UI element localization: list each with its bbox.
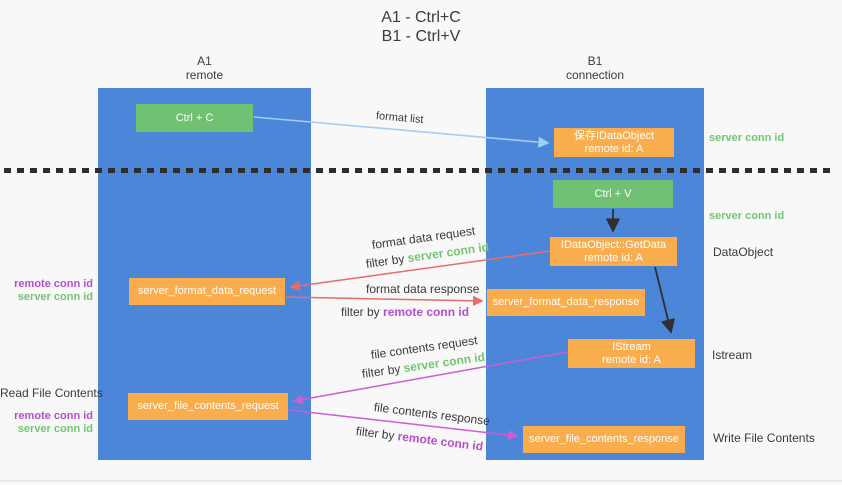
ctrl-v-label: Ctrl + V	[594, 187, 632, 200]
format-response-label: server_format_data_response	[492, 296, 640, 308]
filter-by-text: filter by	[365, 251, 406, 271]
server-conn-id-annotation-top: server conn id	[709, 132, 785, 144]
filter-by-remote-conn-id-label-1: filter by remote conn id	[341, 305, 469, 319]
server-file-contents-response-box: server_file_contents_response	[523, 426, 685, 453]
idataobject-getdata-box: IDataObject::GetData remote id: A	[550, 237, 677, 266]
file-contents-response-label: file contents response	[373, 400, 491, 429]
format-request-label: server_format_data_request	[137, 285, 277, 297]
lane-b1-name: B1	[587, 54, 603, 68]
istream-line1: IStream	[612, 340, 651, 353]
title-line-1: A1 - Ctrl+C	[381, 9, 461, 26]
file-response-label: server_file_contents_response	[529, 433, 679, 445]
save-idataobject-line1: 保存IDataObject	[573, 129, 655, 142]
istream-box: IStream remote id: A	[568, 339, 695, 368]
lane-a1-name: A1	[197, 54, 212, 68]
ctrl-c-label: Ctrl + C	[175, 111, 214, 124]
server-format-data-response-box: server_format_data_response	[487, 289, 645, 316]
remote-conn-id-annotation-left-1: remote conn id	[14, 278, 93, 290]
lane-header-a1: A1 remote	[98, 54, 311, 82]
ctrl-v-box: Ctrl + V	[553, 180, 673, 208]
format-list-label: format list	[375, 110, 425, 127]
save-idataobject-box: 保存IDataObject remote id: A	[554, 128, 674, 157]
server-file-contents-request-box: server_file_contents_request	[128, 393, 288, 420]
lane-a1-subtitle: remote	[185, 68, 224, 82]
dotted-divider-line	[4, 168, 830, 173]
format-data-response-label: format data response	[366, 282, 480, 296]
remote-conn-id-text: remote conn id	[396, 429, 484, 454]
remote-conn-id-annotation-left-2: remote conn id	[14, 410, 93, 422]
server-conn-id-annotation-left-2: server conn id	[17, 423, 93, 435]
ctrl-c-box: Ctrl + C	[136, 104, 253, 132]
getdata-line2: remote id: A	[584, 251, 643, 264]
write-file-contents-annotation: Write File Contents	[713, 431, 815, 445]
filter-by-text: filter by	[355, 424, 396, 443]
lane-header-b1: B1 connection	[486, 54, 704, 82]
lane-b1-subtitle: connection	[565, 68, 625, 82]
filter-by-text: filter by	[341, 305, 380, 319]
istream-annotation: Istream	[712, 348, 753, 362]
filter-by-remote-conn-id-label-2: filter by remote conn id	[355, 424, 484, 454]
dataobject-annotation: DataObject	[713, 245, 774, 259]
remote-conn-id-text: remote conn id	[383, 305, 470, 319]
server-format-data-request-box: server_format_data_request	[129, 278, 285, 305]
read-file-contents-annotation: Read File Contents	[0, 386, 103, 400]
file-request-label: server_file_contents_request	[137, 400, 279, 412]
arrow-format-data-response	[285, 295, 484, 307]
save-idataobject-line2: remote id: A	[584, 142, 644, 155]
bottom-edge-line	[0, 480, 842, 482]
filter-by-text: filter by	[361, 361, 402, 381]
getdata-line1: IDataObject::GetData	[560, 238, 667, 251]
server-conn-id-annotation-left-1: server conn id	[17, 291, 93, 303]
diagram-title: A1 - Ctrl+C B1 - Ctrl+V	[301, 8, 541, 46]
server-conn-id-annotation-mid: server conn id	[709, 210, 785, 222]
title-line-2: B1 - Ctrl+V	[381, 28, 461, 45]
istream-line2: remote id: A	[602, 353, 661, 366]
